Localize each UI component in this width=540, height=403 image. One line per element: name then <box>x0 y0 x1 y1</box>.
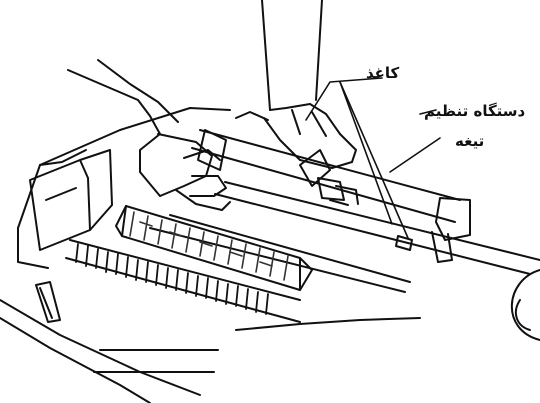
left-hand <box>67 59 231 211</box>
printer-chassis <box>0 107 421 403</box>
paper-label: کاغذ <box>366 64 400 82</box>
right-roller-end <box>510 269 540 341</box>
blade-adjuster-label-line2: تیغه <box>455 132 485 150</box>
callout-leaders <box>305 77 441 239</box>
platen-roller <box>115 205 313 291</box>
paper-guide-comb <box>65 239 301 323</box>
right-hand <box>235 0 357 169</box>
side-housing <box>29 149 113 251</box>
blade-adjuster-label: دستگاه تنظیم <box>424 102 526 120</box>
blade-adjuster-rod <box>191 129 540 275</box>
underline-marks <box>93 349 219 373</box>
